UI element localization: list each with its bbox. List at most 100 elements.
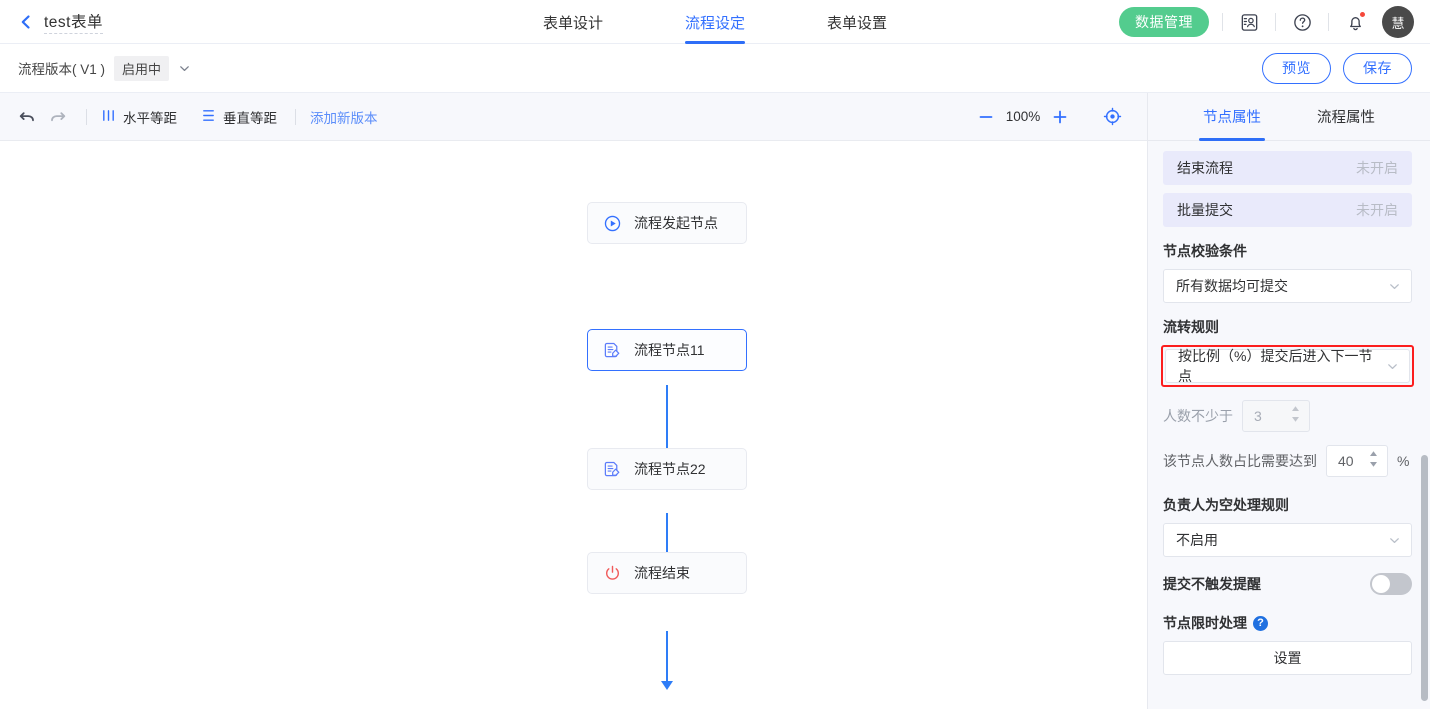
panel-tabs: 节点属性 流程属性 (1148, 93, 1430, 141)
ratio-unit: % (1397, 453, 1410, 469)
horizontal-bars-icon (201, 108, 216, 126)
ratio-value: 40 (1338, 453, 1354, 469)
tab-label: 流程设定 (684, 14, 745, 32)
flow-edge (666, 385, 668, 457)
align-horizontal-button[interactable]: 水平等距 (101, 107, 177, 127)
zoom-controls: 100% (969, 100, 1129, 134)
plus-icon[interactable] (1043, 100, 1077, 134)
divider (295, 108, 296, 125)
no-remind-label: 提交不触发提醒 (1163, 576, 1261, 592)
avatar[interactable]: 慧 (1382, 6, 1414, 38)
min-count-stepper[interactable]: 3 (1242, 400, 1310, 432)
divider (1222, 13, 1223, 31)
save-button[interactable]: 保存 (1343, 52, 1412, 84)
vertical-bars-icon (101, 108, 116, 126)
page-title[interactable]: test表单 (44, 10, 103, 34)
validate-section-label: 节点校验条件 (1163, 243, 1247, 259)
tab-form-design[interactable]: 表单设计 (543, 0, 603, 44)
contact-card-icon[interactable] (1236, 9, 1262, 35)
panel-scrollbar[interactable] (1421, 455, 1428, 701)
undo-arrow-icon[interactable] (12, 102, 42, 132)
panel-content: 结束流程 未开启 批量提交 未开启 节点校验条件 所有数据均可提交 流转规则 按… (1148, 141, 1430, 709)
flow-graph: 流程发起节点 流程节点11 (0, 141, 1147, 709)
zoom-level: 100% (1005, 109, 1041, 124)
flow-edge (666, 513, 668, 568)
flow-node-label: 流程节点11 (634, 342, 705, 358)
flow-node-task-2[interactable]: 流程节点22 (587, 448, 747, 490)
help-circle-icon[interactable] (1289, 9, 1315, 35)
select-value: 按比例（%）提交后进入下一节点 (1178, 348, 1373, 384)
chevron-left-icon[interactable] (18, 14, 34, 30)
chevron-down-icon[interactable] (178, 62, 191, 75)
row-label: 批量提交 (1177, 202, 1233, 218)
canvas-toolbar: 水平等距 垂直等距 添加新版本 100% (0, 93, 1147, 141)
no-remind-row: 提交不触发提醒 (1163, 573, 1412, 595)
row-value: 未开启 (1356, 202, 1398, 218)
app-header: test表单 表单设计 流程设定 表单设置 数据管理 (0, 0, 1430, 44)
divider (1275, 13, 1276, 31)
question-circle-icon[interactable]: ? (1253, 615, 1268, 631)
divider (86, 108, 87, 125)
chevron-down-icon (1386, 360, 1399, 373)
ratio-stepper[interactable]: 40 (1326, 445, 1388, 477)
properties-panel: 节点属性 流程属性 结束流程 未开启 批量提交 未开启 节点校验条件 所有数据均… (1147, 93, 1430, 709)
row-label: 结束流程 (1177, 160, 1233, 176)
flow-node-label: 流程结束 (634, 565, 690, 581)
notification-dot (1359, 11, 1366, 18)
align-horizontal-label: 水平等距 (123, 110, 177, 126)
flow-edge (666, 631, 668, 683)
flow-canvas[interactable]: 流程发起节点 流程节点11 (0, 141, 1147, 709)
stepper-arrows-icon[interactable] (1368, 450, 1379, 468)
tab-label: 表单设计 (542, 14, 603, 32)
header-left: test表单 (0, 10, 103, 34)
min-count-value: 3 (1254, 408, 1262, 424)
stepper-arrows-icon[interactable] (1290, 405, 1301, 423)
tab-flow-properties[interactable]: 流程属性 (1317, 93, 1375, 141)
empty-owner-select[interactable]: 不启用 (1163, 523, 1412, 557)
add-version-button[interactable]: 添加新版本 (310, 110, 378, 126)
time-limit-settings-button[interactable]: 设置 (1163, 641, 1412, 675)
row-value: 未开启 (1356, 160, 1398, 176)
preview-button[interactable]: 预览 (1262, 52, 1331, 84)
tab-flow-setting[interactable]: 流程设定 (684, 0, 746, 44)
no-remind-toggle[interactable] (1370, 573, 1412, 595)
header-tabs: 表单设计 流程设定 表单设置 (0, 0, 1430, 44)
ratio-label: 该节点人数占比需要达到 (1163, 453, 1317, 469)
version-label: 流程版本( V1 ) (18, 62, 106, 77)
validate-condition-select[interactable]: 所有数据均可提交 (1163, 269, 1412, 303)
bell-icon[interactable] (1342, 9, 1368, 35)
min-count-row: 人数不少于 3 (1163, 400, 1412, 432)
flow-node-end[interactable]: 流程结束 (587, 552, 747, 594)
edit-document-icon (602, 459, 622, 479)
align-vertical-button[interactable]: 垂直等距 (201, 107, 277, 127)
chevron-down-icon (1388, 280, 1401, 293)
divider (1328, 13, 1329, 31)
flow-rule-highlight: 按比例（%）提交后进入下一节点 (1161, 345, 1414, 387)
status-badge: 启用中 (114, 55, 170, 81)
edit-document-icon (602, 340, 622, 360)
flow-rule-select[interactable]: 按比例（%）提交后进入下一节点 (1165, 348, 1410, 384)
select-value: 不启用 (1176, 532, 1218, 548)
flow-node-task-1[interactable]: 流程节点11 (587, 329, 747, 371)
power-off-icon (602, 563, 622, 583)
flow-edge-arrow-icon (661, 681, 673, 690)
tab-node-properties[interactable]: 节点属性 (1199, 93, 1265, 141)
crosshair-target-icon[interactable] (1095, 100, 1129, 134)
flow-node-start[interactable]: 流程发起节点 (587, 202, 747, 244)
row-end-process[interactable]: 结束流程 未开启 (1163, 151, 1412, 185)
data-manage-button[interactable]: 数据管理 (1119, 7, 1209, 37)
panel-tab-label: 流程属性 (1317, 110, 1375, 126)
align-vertical-label: 垂直等距 (223, 110, 277, 126)
version-bar-actions: 预览 保存 (1262, 52, 1412, 84)
min-count-label: 人数不少于 (1163, 408, 1233, 424)
time-limit-label-row: 节点限时处理 ? (1163, 613, 1412, 633)
row-batch-submit[interactable]: 批量提交 未开启 (1163, 193, 1412, 227)
flow-rule-label: 流转规则 (1163, 319, 1219, 335)
flow-node-label: 流程节点22 (634, 461, 706, 477)
panel-tab-label: 节点属性 (1203, 110, 1261, 126)
redo-arrow-icon[interactable] (42, 102, 72, 132)
tab-form-setting[interactable]: 表单设置 (827, 0, 887, 44)
version-bar: 流程版本( V1 ) 启用中 预览 保存 (0, 44, 1430, 93)
minus-icon[interactable] (969, 100, 1003, 134)
